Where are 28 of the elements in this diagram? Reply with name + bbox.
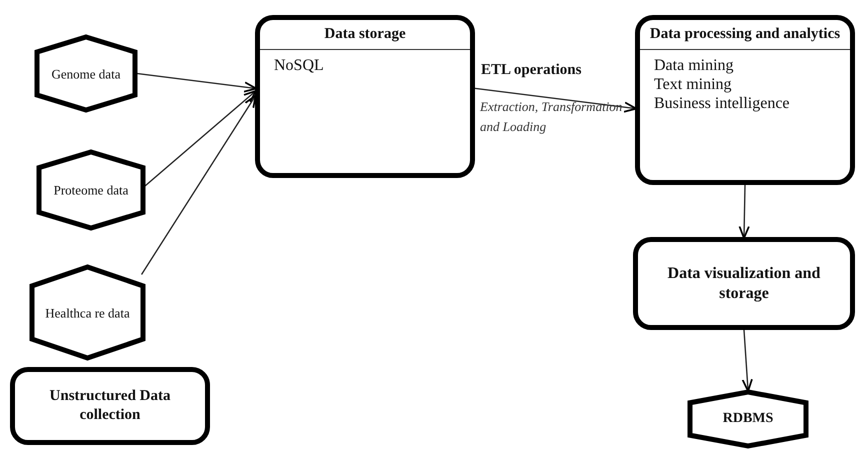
- arrow: [742, 330, 753, 392]
- hexagon-node: [30, 265, 145, 360]
- rounded-box: [633, 237, 855, 330]
- node-label: Data visualization and storage: [666, 264, 822, 304]
- list-item: NoSQL: [274, 56, 325, 75]
- list-item: Data mining: [654, 56, 735, 75]
- box-heading: Data storage: [260, 20, 470, 50]
- edge-label: ETL operations: [481, 62, 582, 80]
- hexagon-node: [688, 390, 808, 448]
- arrow: [738, 184, 750, 240]
- node-label: Proteome data: [52, 182, 130, 198]
- hexagon-node: [35, 35, 137, 112]
- list-item: Text mining: [654, 75, 733, 94]
- rounded-box: [635, 15, 855, 185]
- note-text: Extraction, Transformation and Loading: [480, 98, 624, 136]
- arrow: [141, 94, 256, 275]
- arrow: [474, 88, 638, 113]
- node-label: RDBMS: [722, 410, 774, 428]
- node-label: Genome data: [50, 65, 122, 82]
- rounded-box: [10, 367, 210, 445]
- node-label: Unstructured Data collection: [48, 387, 172, 425]
- hexagon-node: [37, 150, 145, 230]
- arrow: [144, 90, 257, 186]
- box-heading: Data processing and analytics: [640, 20, 850, 50]
- node-label: Healthca re data: [44, 304, 131, 321]
- arrow: [136, 72, 258, 93]
- list-item: Business intelligence: [654, 94, 791, 113]
- rounded-box: [255, 15, 475, 178]
